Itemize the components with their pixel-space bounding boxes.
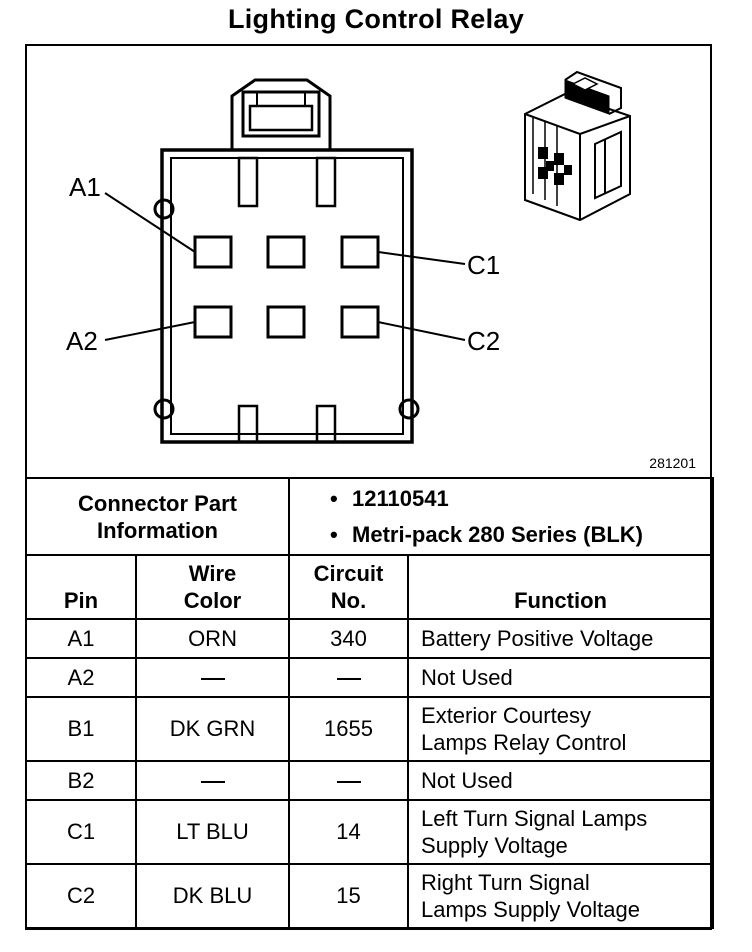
table-row: A2 Not Used — [25, 657, 715, 698]
cell-pin: B2 — [25, 760, 137, 801]
cell-circuit: 15 — [288, 863, 410, 929]
cell-circuit — [288, 760, 410, 801]
cell-circuit: 14 — [288, 799, 410, 865]
header-pin: Pin — [25, 554, 137, 620]
cell-wire: DK GRN — [134, 696, 291, 762]
figure-code: 281201 — [649, 455, 696, 471]
connector-info-values: •12110541 •Metri-pack 280 Series (BLK) — [288, 477, 715, 556]
page-title: Lighting Control Relay — [227, 4, 525, 34]
cell-function: Not Used — [407, 760, 715, 801]
cell-wire — [134, 760, 291, 801]
cell-circuit: 1655 — [288, 696, 410, 762]
callout-a2: A2 — [66, 326, 98, 356]
cell-pin: C2 — [25, 863, 137, 929]
callout-c1: C1 — [467, 250, 500, 280]
cell-pin: A1 — [25, 618, 137, 659]
connector-diagram: A1 A2 C1 C2 — [66, 70, 631, 444]
part-number: 12110541 — [352, 485, 449, 511]
connector-body — [153, 148, 420, 444]
series: Metri-pack 280 Series (BLK) — [352, 521, 644, 547]
cell-function: Battery Positive Voltage — [407, 618, 715, 659]
cell-circuit: 340 — [288, 618, 410, 659]
cell-pin: C1 — [25, 799, 137, 865]
cell-wire: DK BLU — [134, 863, 291, 929]
callout-a1: A1 — [69, 172, 101, 202]
callout-c2: C2 — [467, 326, 500, 356]
leader-lines — [104, 192, 466, 341]
cell-wire: ORN — [134, 618, 291, 659]
connector-latch — [230, 78, 332, 150]
table-row: A1 ORN 340 Battery Positive Voltage — [25, 618, 715, 659]
connector-isometric-view — [524, 70, 631, 222]
cell-function: Not Used — [407, 657, 715, 698]
cell-wire: LT BLU — [134, 799, 291, 865]
table-row: B2 Not Used — [25, 760, 715, 801]
cell-circuit — [288, 657, 410, 698]
header-function: Function — [407, 554, 715, 620]
cell-pin: B1 — [25, 696, 137, 762]
cell-pin: A2 — [25, 657, 137, 698]
cell-wire — [134, 657, 291, 698]
